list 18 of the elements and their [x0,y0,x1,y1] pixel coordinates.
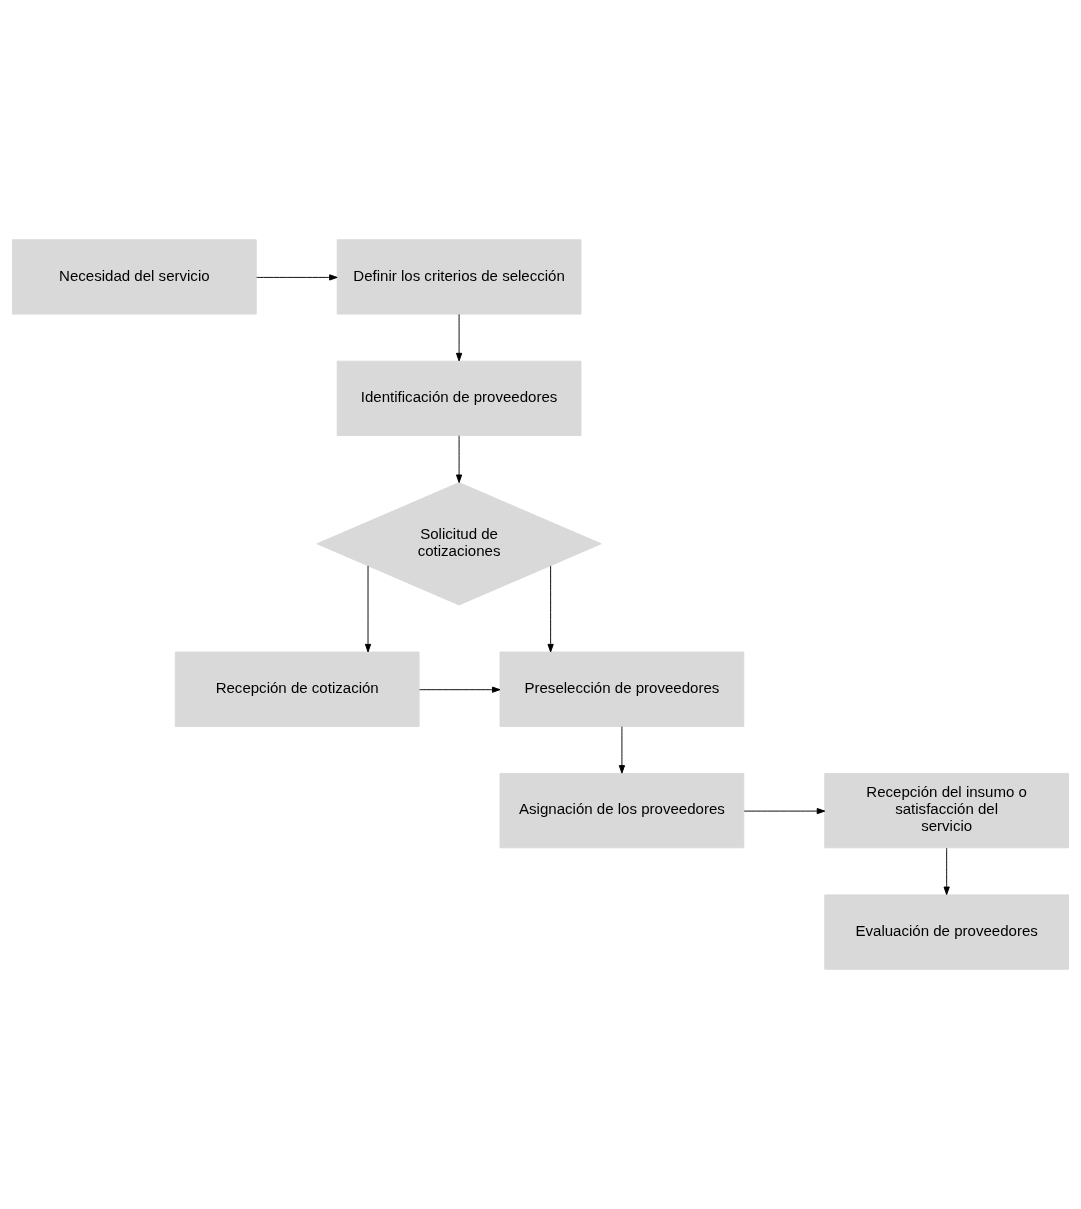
arrow [419,686,501,693]
node-box: Recepción de cotización [174,651,420,727]
node-box: Recepción del insumo o satisfacción del servicio [824,773,1069,849]
arrow [256,274,338,281]
node-box: Identificación de proveedores [336,360,582,437]
node-box: Preselección de proveedores [499,651,745,727]
arrow [364,565,372,653]
node-box: Definir los criterios de selección [336,239,582,315]
arrow [455,435,463,483]
node-box: Evaluación de proveedores [824,894,1069,970]
arrow [943,847,950,895]
arrow [455,313,463,362]
arrow [618,726,625,774]
node-box: Necesidad del servicio [12,239,257,315]
node-diamond: Solicitud de cotizaciones [316,482,602,606]
node-box: Asignación de los proveedores [499,773,745,849]
arrow [743,808,826,815]
arrow [547,565,554,653]
